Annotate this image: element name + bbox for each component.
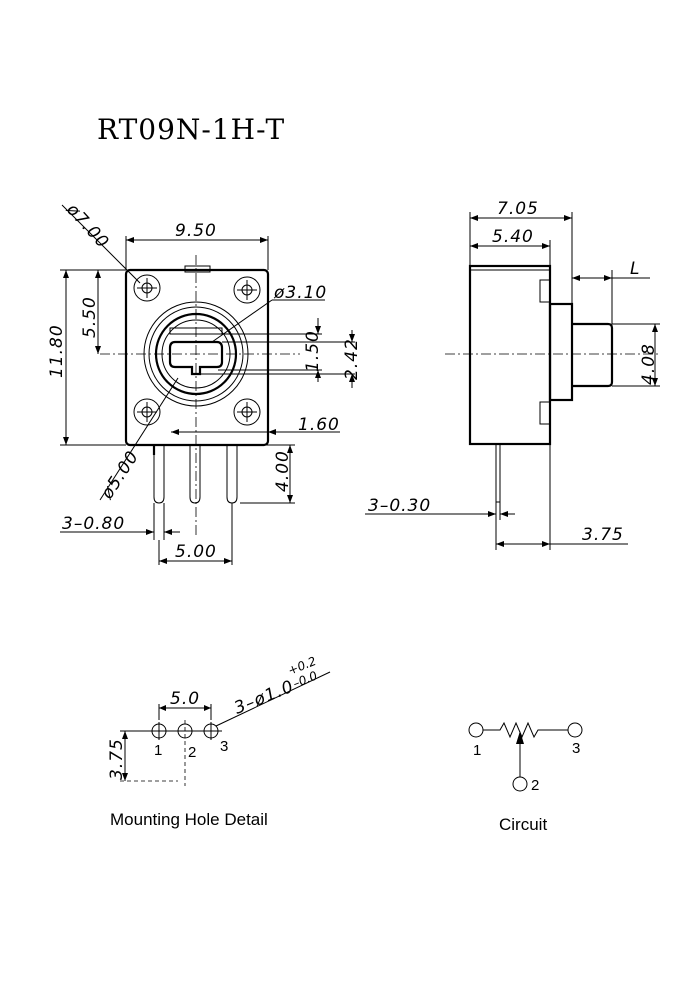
dim-width: 9.50 bbox=[175, 221, 217, 241]
dim-terminal-offset: 1.60 bbox=[298, 415, 340, 435]
circuit-diagram: 1 2 3 Circuit bbox=[468, 721, 583, 834]
part-number-title: RT09N-1H-T bbox=[97, 113, 285, 146]
circuit-terminal-1 bbox=[468, 722, 484, 738]
dim-pin-length: 4.00 bbox=[273, 450, 293, 492]
mount-hole-bottom-left bbox=[133, 398, 161, 426]
dim-row-offset: 3.75 bbox=[107, 738, 127, 780]
circuit-pin-2-label: 2 bbox=[531, 777, 539, 794]
dim-shaft-length: L bbox=[630, 259, 640, 279]
dim-shaft-dia: ø3.10 bbox=[273, 283, 327, 303]
circuit-pin-3-label: 3 bbox=[572, 740, 580, 757]
top-notch bbox=[184, 265, 211, 273]
front-view: 9.50 ø7.00 11.80 5.50 ø3.10 1.50 bbox=[47, 199, 362, 565]
circuit-caption: Circuit bbox=[499, 815, 547, 834]
mount-hole-top-left bbox=[133, 274, 161, 302]
mount-pin-1-label: 1 bbox=[154, 742, 162, 759]
mounting-hole-detail: 5.0 3.75 3–ø1.0 +0.2 –0.0 1 2 3 Mounting… bbox=[107, 654, 331, 829]
dim-pin-width: 3–0.80 bbox=[62, 514, 125, 534]
side-body-outline bbox=[468, 264, 552, 446]
dim-slot-width: 1.50 bbox=[303, 330, 323, 372]
side-view: 7.05 5.40 L 4.08 3–0.30 3.75 bbox=[365, 199, 660, 550]
circuit-pin-1-label: 1 bbox=[473, 742, 481, 759]
dim-flat-height: 2.42 bbox=[342, 338, 362, 380]
dim-total-depth: 7.05 bbox=[497, 199, 539, 219]
dim-mount-dia: ø7.00 bbox=[62, 199, 113, 253]
wiper-arrow bbox=[516, 731, 524, 744]
dim-hole-spec: 3–ø1.0 bbox=[231, 677, 297, 719]
circuit-terminal-2 bbox=[512, 776, 528, 792]
dim-shaft-dia-side: 4.08 bbox=[639, 343, 659, 385]
dim-pin-pitch: 5.00 bbox=[175, 542, 217, 562]
mounting-caption: Mounting Hole Detail bbox=[110, 810, 268, 829]
dim-height: 11.80 bbox=[47, 324, 67, 378]
mount-hole-top-right bbox=[233, 276, 261, 304]
mount-hole-bottom-right bbox=[233, 398, 261, 426]
dim-half-height: 5.50 bbox=[80, 296, 100, 338]
circuit-terminal-3 bbox=[567, 722, 583, 738]
resistor-symbol bbox=[483, 721, 568, 739]
dim-pin-offset: 3.75 bbox=[582, 525, 624, 545]
side-bushing bbox=[548, 302, 574, 402]
front-pins bbox=[152, 445, 238, 504]
mount-pin-3-label: 3 bbox=[220, 738, 228, 755]
front-body-outline bbox=[124, 268, 270, 447]
dim-collar-dia: ø5.00 bbox=[97, 447, 143, 503]
side-shaft bbox=[572, 322, 614, 388]
dim-hole-pitch: 5.0 bbox=[170, 689, 200, 709]
dim-body-depth: 5.40 bbox=[492, 227, 534, 247]
mount-pin-2-label: 2 bbox=[188, 744, 196, 761]
dim-pin-thickness: 3–0.30 bbox=[368, 496, 431, 516]
